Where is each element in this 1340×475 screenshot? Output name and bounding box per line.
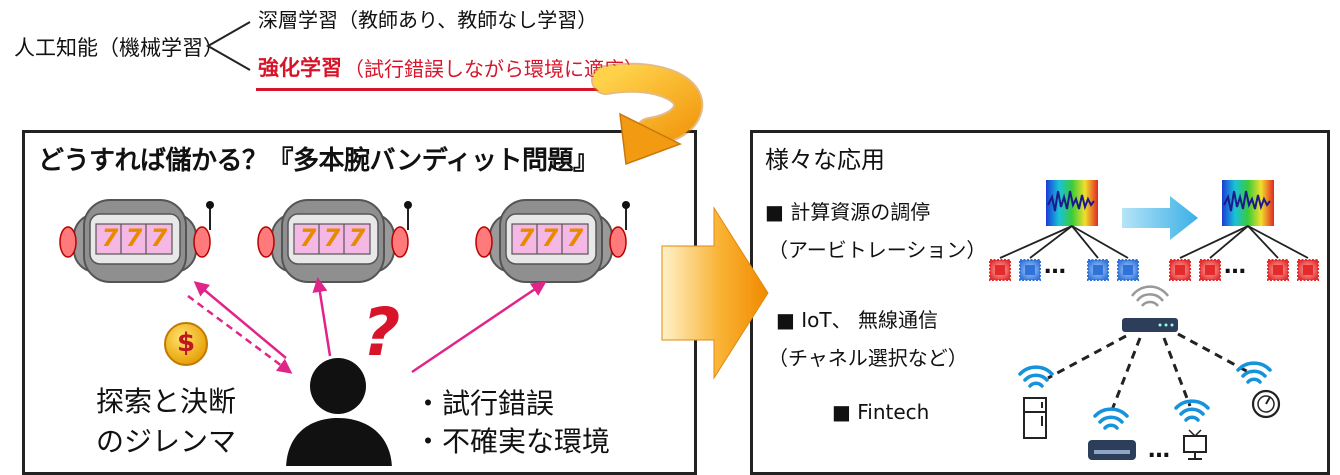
app3-fintech: ■ Fintech: [832, 400, 930, 424]
iot-links: [1047, 332, 1253, 411]
person-icon: [286, 358, 392, 466]
chip-node-blue: [1117, 259, 1139, 281]
ai-label: 人工知能（機械学習）: [14, 36, 224, 60]
ellipsis-right: …: [1224, 254, 1246, 279]
blue-transfer-arrow: [1122, 196, 1198, 240]
bullet-trial-error: ・試行錯誤: [414, 387, 555, 420]
ellipsis-devices: …: [1148, 438, 1170, 463]
reel-2: 7: [323, 224, 341, 252]
rl-desc: （試行錯誤しながら環境に適応）: [344, 57, 644, 81]
chip-node-red: [1267, 259, 1289, 281]
deep-learning-label: 深層学習（教師あり、教師なし学習）: [258, 8, 598, 32]
gauge-icon: [1251, 389, 1281, 419]
wifi-icon: [1093, 407, 1129, 430]
chip-node-red: [1169, 259, 1191, 281]
bullet-uncertain-env: ・不確実な環境: [414, 425, 611, 458]
reel-3: 7: [150, 224, 168, 252]
pull-arrow-3: [411, 281, 547, 374]
tree-lines-right: [1179, 225, 1309, 259]
dilemma-line1: 探索と決断: [96, 385, 237, 418]
dilemma-line2: のジレンマ: [96, 425, 237, 458]
reward-arrow: [187, 294, 293, 374]
wifi-icon: [1236, 361, 1272, 384]
pull-arrow-2: [312, 277, 332, 357]
app2-line1: ■ IoT、 無線通信: [776, 308, 938, 332]
applications-title: 様々な応用: [765, 146, 885, 174]
wifi-icon: [1174, 399, 1210, 422]
reel-1: 7: [101, 224, 119, 252]
air-conditioner-icon: [1088, 440, 1136, 460]
app2-line2: （チャネル選択など）: [768, 346, 968, 370]
bandit-title: どうすれば儲かる？『多本腕バンディット問題』: [38, 146, 599, 176]
coin-dollar-sign: $: [176, 328, 196, 358]
rl-underline: [256, 88, 618, 91]
chip-node-red: [989, 259, 1011, 281]
slot-machine-2: 7 7 7: [256, 196, 414, 286]
big-orange-arrow: [661, 206, 769, 380]
curved-orange-arrow: [591, 62, 704, 166]
router-icon: [1122, 285, 1178, 332]
reel-3: 7: [566, 224, 584, 252]
reel-3: 7: [348, 224, 366, 252]
question-mark: ?: [362, 294, 401, 371]
app1-line2: （アービトレーション）: [768, 238, 987, 262]
slot-machine-1: 7 7 7: [58, 196, 216, 286]
chip-node-blue: [1019, 259, 1041, 281]
coin-icon: [164, 322, 208, 366]
ellipsis-left: …: [1044, 254, 1066, 279]
slot-machine-3: 7 7 7: [474, 196, 632, 286]
app1-line1: ■ 計算資源の調停: [765, 200, 931, 224]
chip-node-red: [1297, 259, 1319, 281]
chip-node-blue: [1087, 259, 1109, 281]
rl-title: 強化学習: [258, 56, 342, 80]
bracket-line: [205, 21, 251, 71]
reel-1: 7: [517, 224, 535, 252]
wifi-icon: [1018, 365, 1054, 388]
reel-2: 7: [125, 224, 143, 252]
reel-1: 7: [299, 224, 317, 252]
tree-lines-left: [999, 225, 1129, 259]
fridge-icon: [1023, 397, 1047, 439]
bandit-panel: [22, 130, 697, 475]
chip-node-red: [1199, 259, 1221, 281]
tv-icon: [1183, 429, 1207, 460]
reel-2: 7: [541, 224, 559, 252]
pull-arrow-1: [193, 281, 287, 359]
